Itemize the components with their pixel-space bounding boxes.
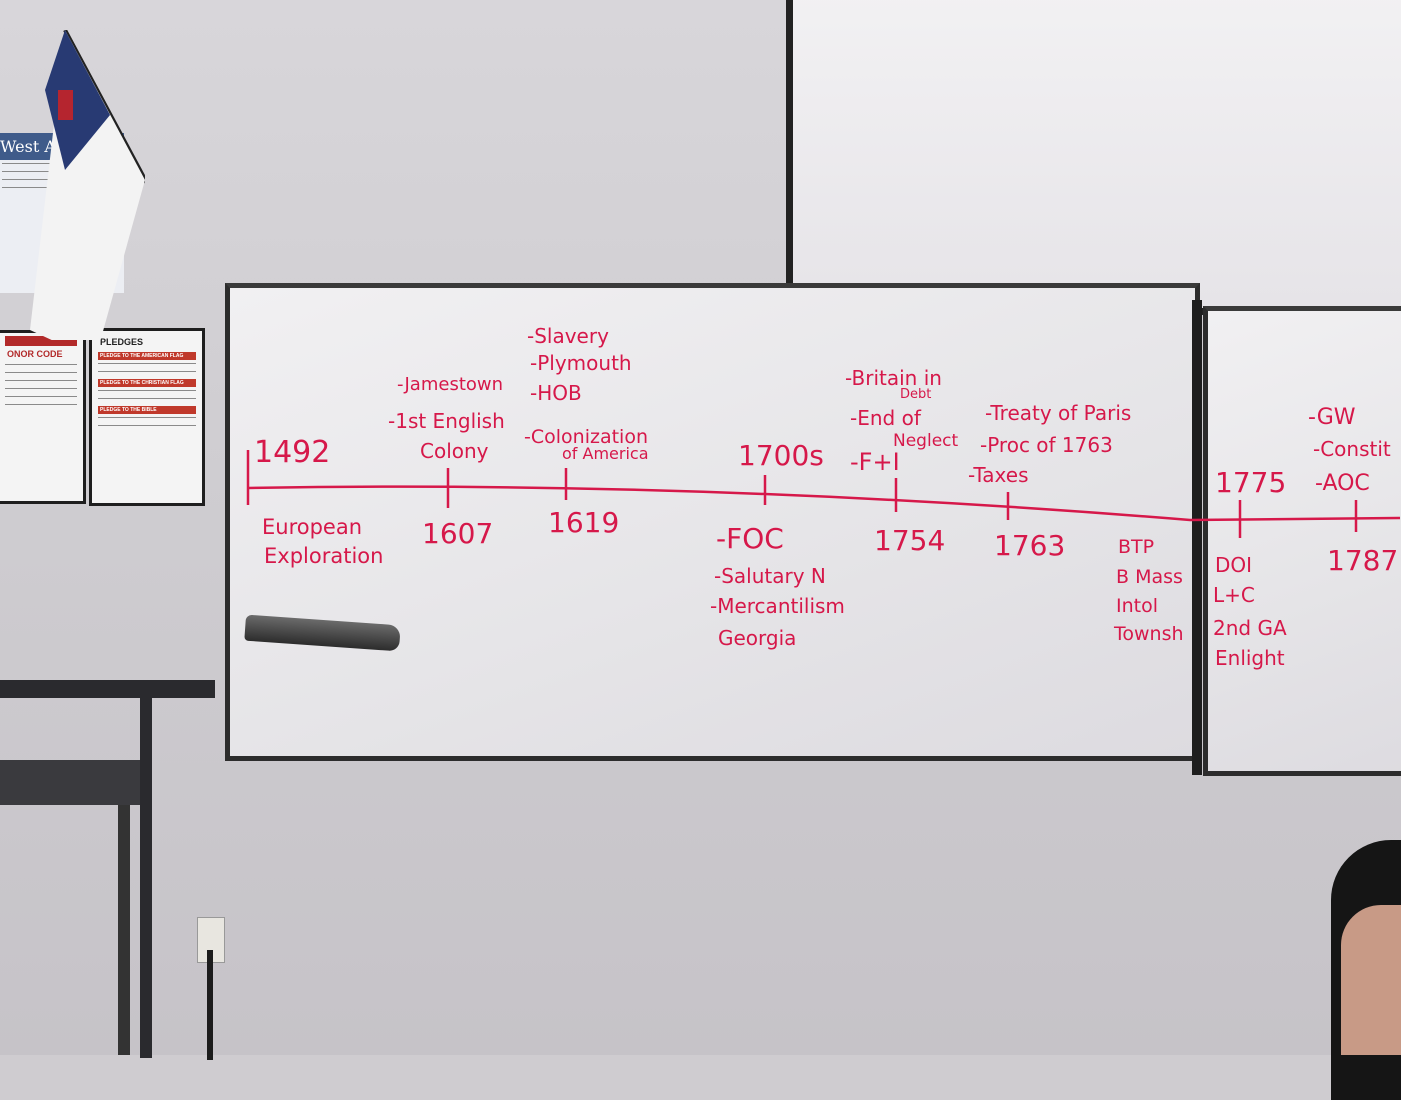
note-1775-3: 2nd GA [1213, 616, 1287, 640]
note-1770s-2: B Mass [1116, 566, 1183, 588]
note-1787-3: -AOC [1315, 471, 1370, 496]
note-1754-4: Neglect [893, 431, 958, 451]
whiteboard-divider [1192, 300, 1202, 775]
note-1770s-3: Intol [1116, 595, 1158, 617]
side-whiteboard [1203, 306, 1401, 776]
note-1619-4: -Colonization [524, 426, 648, 448]
pledges-title: PLEDGES [100, 337, 144, 347]
note-1770s-4: Townsh [1113, 623, 1184, 645]
date-1619: 1619 [548, 506, 619, 539]
projector-screen [786, 0, 1401, 315]
pledges-poster: PLEDGES PLEDGE TO THE AMERICAN FLAG PLED… [89, 328, 205, 506]
note-1763-3: -Taxes [968, 463, 1029, 487]
christian-flag [30, 30, 145, 340]
note-1787-1: -GW [1308, 405, 1356, 430]
date-1787: 1787 [1327, 544, 1398, 577]
note-1700s-4: Georgia [718, 626, 796, 650]
pledge-american-heading: PLEDGE TO THE AMERICAN FLAG [98, 352, 196, 360]
pledge-bible-heading: PLEDGE TO THE BIBLE [98, 406, 196, 414]
note-1754-2: Debt [900, 387, 931, 402]
date-1700s: 1700s [738, 439, 824, 472]
honor-code-title: ONOR CODE [7, 349, 63, 359]
power-cord [207, 950, 213, 1060]
table-leg [140, 698, 152, 1058]
note-1619-2: -Plymouth [530, 351, 632, 375]
note-1775-2: L+C [1213, 583, 1255, 607]
date-1492: 1492 [254, 435, 330, 470]
main-whiteboard [225, 283, 1200, 761]
note-1492-2: Exploration [264, 544, 383, 568]
note-1619-3: -HOB [530, 381, 582, 405]
note-1775-1: DOI [1215, 553, 1252, 577]
table-top [0, 680, 215, 698]
honor-code-poster: ONOR CODE [0, 330, 86, 504]
table-shelf [0, 760, 140, 805]
pledge-christian-heading: PLEDGE TO THE CHRISTIAN FLAG [98, 379, 196, 387]
note-1492-1: European [262, 515, 362, 539]
note-1619-5: of America [562, 444, 649, 463]
table-leg [118, 805, 130, 1055]
timeline-drawing: 1492 1607 1619 1700s 1754 1763 1775 1787… [246, 324, 1401, 670]
date-1607: 1607 [422, 517, 493, 550]
date-1754: 1754 [874, 524, 945, 557]
note-1763-1: -Treaty of Paris [985, 401, 1131, 425]
note-1619-1: -Slavery [527, 324, 609, 348]
note-1754-5: -F+I [850, 448, 900, 476]
note-1787-2: -Constit [1313, 437, 1391, 461]
note-1700s-1: -FOC [716, 522, 784, 555]
note-1700s-2: -Salutary N [714, 564, 826, 588]
note-1775-4: Enlight [1215, 646, 1285, 670]
note-1770s-1: BTP [1118, 536, 1154, 558]
note-1607-3: Colony [420, 439, 489, 463]
date-1775: 1775 [1215, 466, 1286, 499]
note-1754-1: -Britain in [845, 366, 942, 390]
timeline-line [247, 485, 1401, 522]
note-1607-1: -Jamestown [397, 374, 503, 395]
note-1754-3: -End of [850, 406, 922, 430]
date-1763: 1763 [994, 529, 1065, 562]
note-1607-2: -1st English [388, 409, 505, 433]
note-1763-2: -Proc of 1763 [980, 433, 1113, 457]
note-1700s-3: -Mercantilism [710, 594, 845, 618]
person-shoulder [1341, 905, 1401, 1055]
